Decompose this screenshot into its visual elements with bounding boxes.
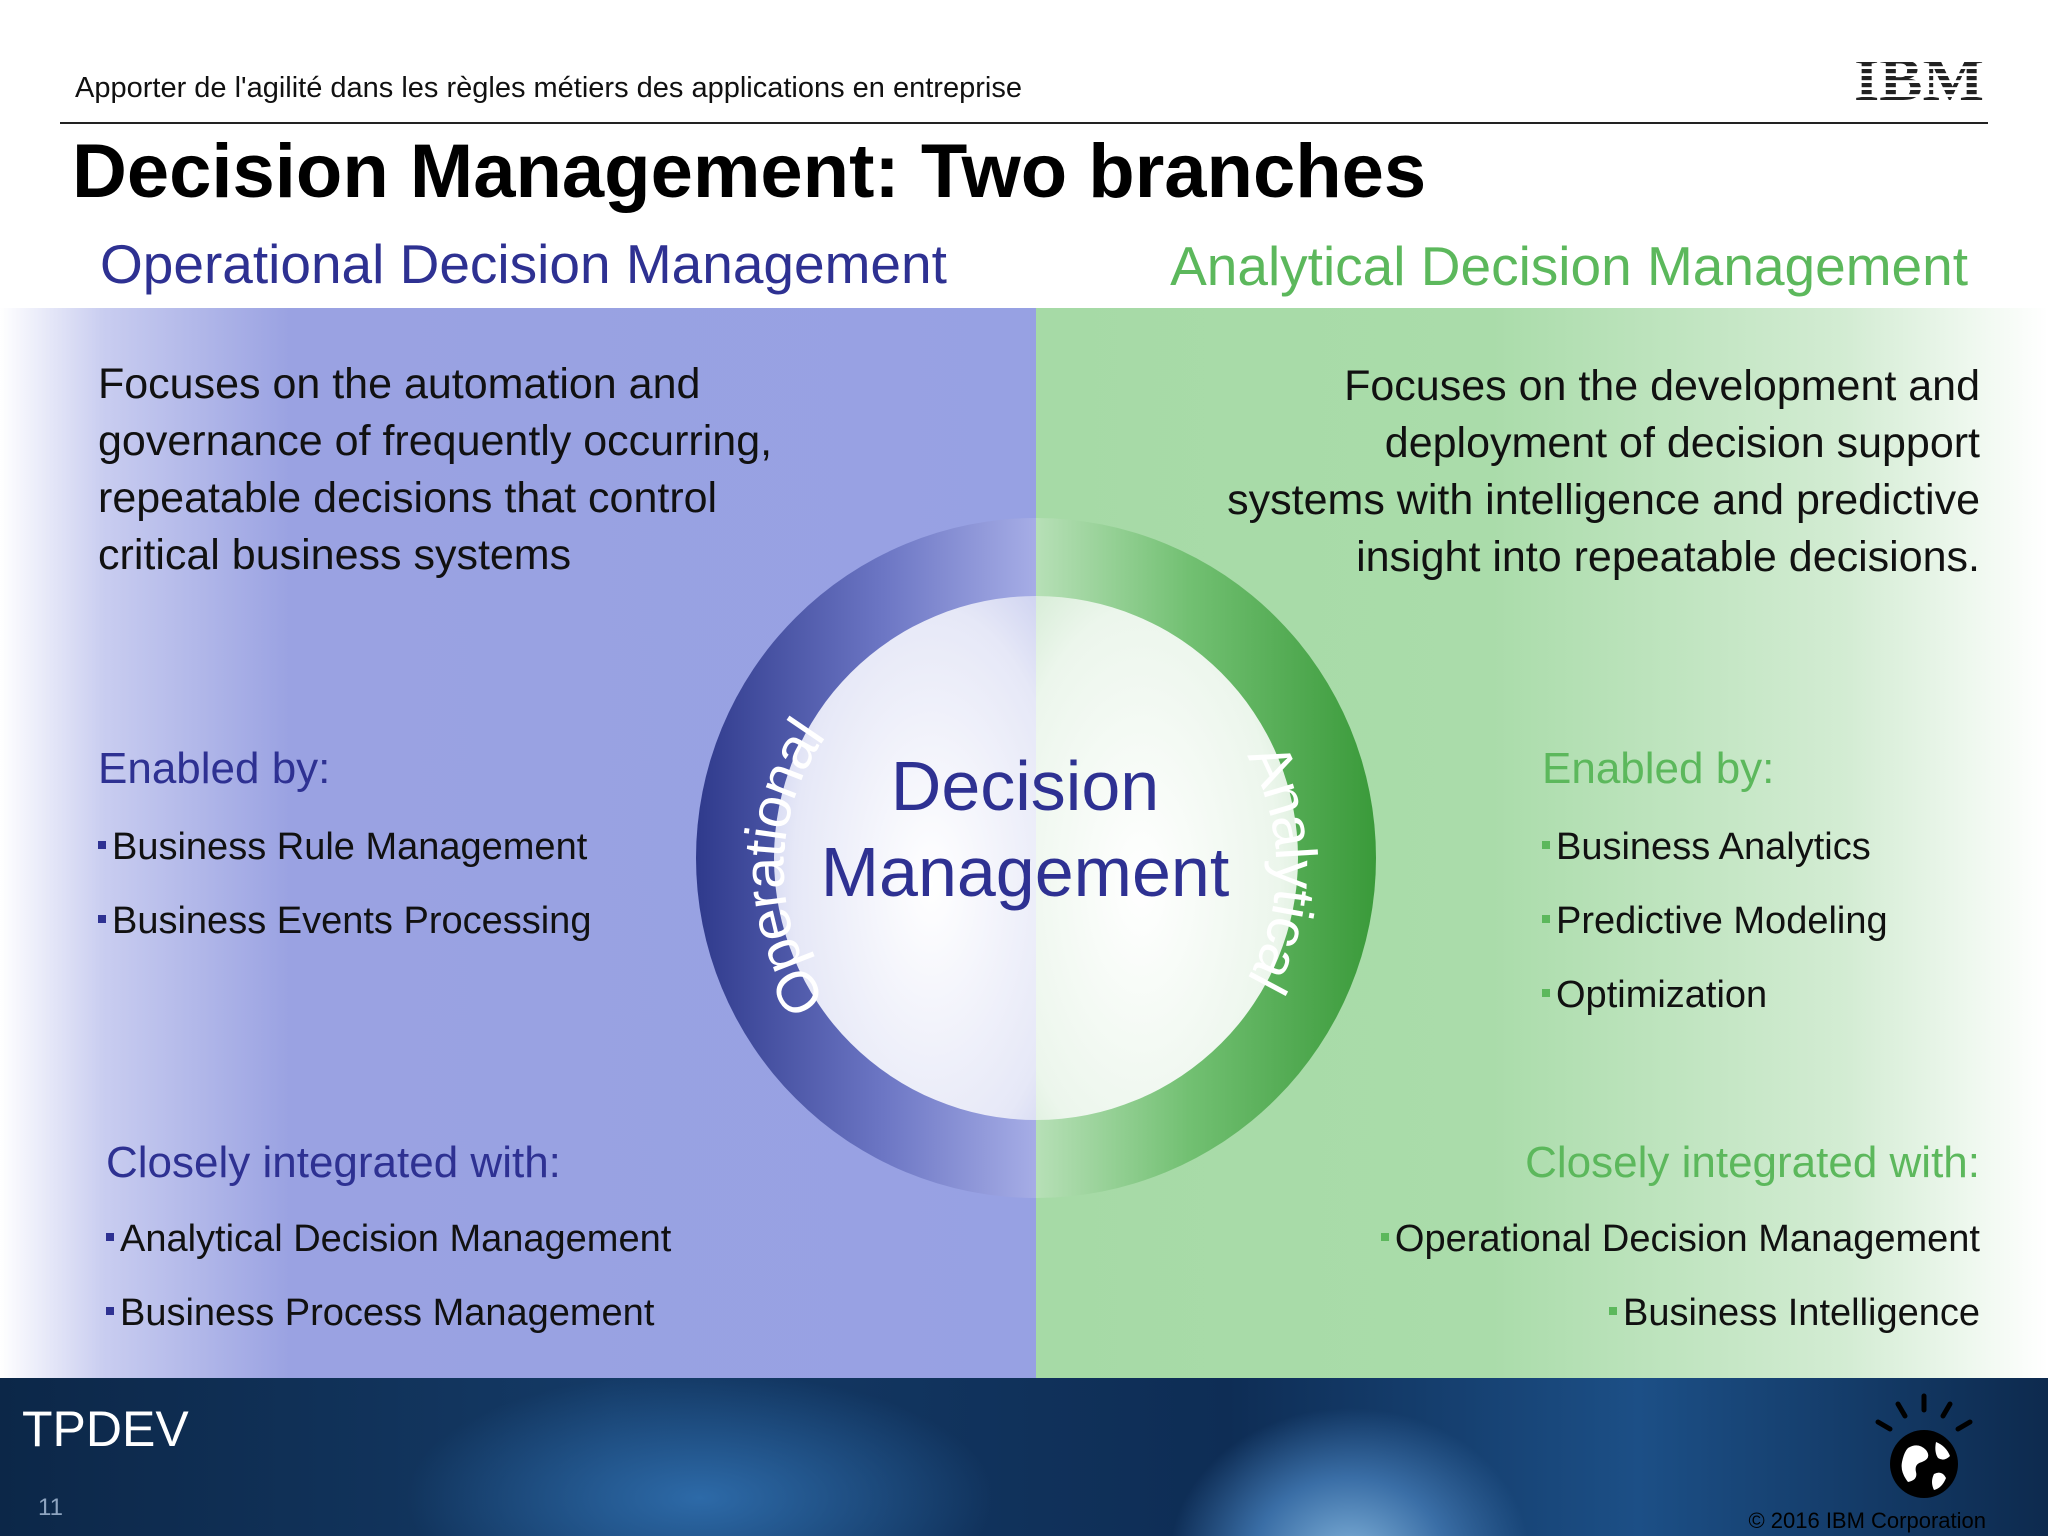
bullet-icon bbox=[106, 1232, 114, 1241]
list-item: Business Rule Management bbox=[98, 824, 591, 898]
globe-icon bbox=[1875, 1393, 1973, 1498]
footer-label: TPDEV bbox=[22, 1401, 189, 1457]
page-number: 11 bbox=[38, 1494, 63, 1521]
analytical-enabled-list: Business Analytics Predictive Modeling O… bbox=[1542, 824, 1888, 1046]
inner-circle-left bbox=[774, 596, 1036, 1120]
header-divider bbox=[60, 122, 1988, 124]
bullet-icon bbox=[1542, 988, 1550, 997]
bullet-icon bbox=[1380, 1232, 1389, 1241]
operational-heading: Operational Decision Management bbox=[100, 233, 947, 295]
header-subtitle: Apporter de l'agilité dans les règles mé… bbox=[75, 72, 1022, 104]
decision-management-diagram: Operational Analytical Decision Manageme… bbox=[696, 518, 1376, 1198]
list-item: Predictive Modeling bbox=[1542, 898, 1888, 972]
bullet-icon bbox=[1542, 840, 1550, 849]
operational-enabled-heading: Enabled by: bbox=[98, 744, 331, 793]
bullet-icon bbox=[98, 840, 106, 849]
list-item: Operational Decision Management bbox=[1380, 1216, 1980, 1290]
operational-description: Focuses on the automation and governance… bbox=[98, 360, 773, 579]
copyright-text: © 2016 IBM Corporation bbox=[1748, 1508, 1986, 1533]
inner-circle-right bbox=[1036, 596, 1298, 1120]
list-item: Business Intelligence bbox=[1381, 1290, 1980, 1364]
footer-banner bbox=[0, 1378, 2048, 1536]
analytical-integrated-heading: Closely integrated with: bbox=[1525, 1138, 1980, 1187]
analytical-integrated-list: Operational Decision Management Business… bbox=[1380, 1216, 1980, 1364]
list-item: Optimization bbox=[1542, 972, 1888, 1046]
analytical-heading: Analytical Decision Management bbox=[1170, 235, 1968, 297]
analytical-description: Focuses on the development and deploymen… bbox=[1227, 362, 1980, 581]
bullet-icon bbox=[1542, 914, 1550, 923]
ibm-logo-icon: IBM bbox=[1854, 48, 1984, 102]
center-label-line1: Decision bbox=[891, 747, 1159, 825]
list-item: Business Events Processing bbox=[98, 898, 591, 972]
bullet-icon bbox=[106, 1306, 114, 1315]
page-title: Decision Management: Two branches bbox=[72, 129, 1427, 214]
ibm-logo-text: IBM bbox=[1854, 48, 1984, 102]
center-label-line2: Management bbox=[821, 833, 1230, 911]
operational-integrated-list: Analytical Decision Management Business … bbox=[106, 1216, 671, 1364]
bullet-icon bbox=[1609, 1306, 1617, 1315]
operational-enabled-list: Business Rule Management Business Events… bbox=[98, 824, 591, 972]
bullet-icon bbox=[98, 914, 106, 923]
list-item: Analytical Decision Management bbox=[106, 1216, 671, 1290]
list-item: Business Analytics bbox=[1542, 824, 1888, 898]
list-item: Business Process Management bbox=[106, 1290, 671, 1364]
analytical-enabled-heading: Enabled by: bbox=[1542, 744, 1775, 793]
operational-integrated-heading: Closely integrated with: bbox=[106, 1138, 561, 1187]
